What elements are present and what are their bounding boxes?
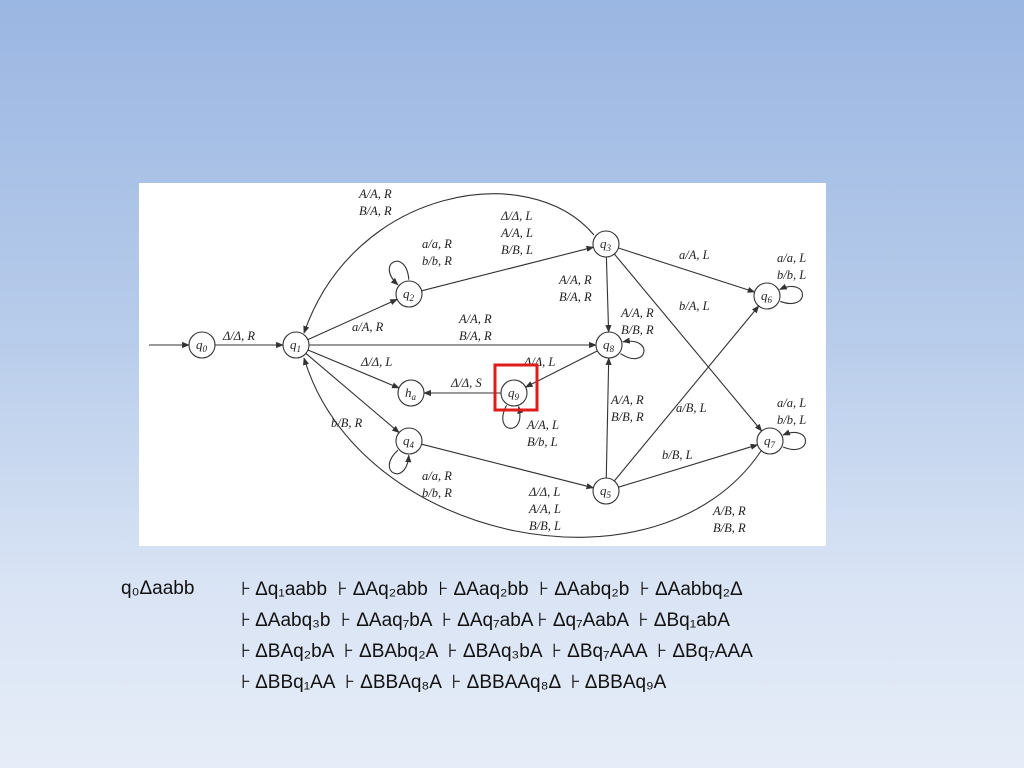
state-label: q1 — [290, 337, 301, 354]
edge-label: a/A, L — [679, 248, 710, 262]
edge-label: b/A, L — [679, 299, 710, 313]
loop-q4 — [388, 449, 412, 475]
edge-label: A/B, R — [712, 504, 746, 518]
edge-q5-q8 — [605, 357, 612, 479]
edge-q3-q8 — [605, 256, 612, 333]
edge-q1-q4 — [305, 352, 400, 434]
edge-label: B/B, R — [621, 323, 654, 337]
state-label: q6 — [761, 288, 773, 305]
edge-label: Δ/Δ, L — [523, 355, 555, 369]
state-circle — [592, 477, 620, 505]
edge-q5-q6 — [613, 305, 760, 482]
state-label: q4 — [403, 433, 415, 450]
edge-label: A/A, R — [620, 306, 654, 320]
trace-line: ⊦ ΔBAq₂bA ⊦ ΔBAbq₂A ⊦ ΔBAq₃bA ⊦ ΔBq₇AAA … — [241, 641, 753, 662]
loop-q9 — [502, 404, 524, 429]
edge-label: B/A, R — [559, 290, 592, 304]
edge-label: B/B, L — [529, 519, 561, 533]
edge-label: B/B, L — [501, 243, 533, 257]
state-q9: q9 — [500, 379, 528, 407]
edge-q1-ha — [307, 349, 400, 389]
state-label: q0 — [196, 337, 208, 354]
state-q6: q6 — [753, 282, 781, 310]
state-circle — [282, 331, 310, 359]
highlight-box — [493, 363, 539, 412]
edge-q4-q5 — [421, 443, 595, 490]
state-q1: q1 — [282, 331, 310, 359]
edge-q3-q7 — [613, 253, 763, 432]
state-q4: q4 — [395, 427, 423, 455]
edge-label: Δ/Δ, L — [500, 209, 532, 223]
state-q8: q8 — [595, 331, 623, 359]
edge-label: B/b, L — [527, 435, 558, 449]
state-label: q2 — [403, 286, 415, 303]
edge-q3-q1 — [303, 193, 595, 334]
edge-label: a/B, L — [676, 401, 707, 415]
state-label: q3 — [600, 236, 612, 253]
state-circle — [595, 331, 623, 359]
state-circle — [395, 280, 423, 308]
edge-label: a/a, R — [422, 469, 452, 483]
edge-label: B/B, R — [713, 521, 746, 535]
edge-label: A/A, R — [610, 393, 644, 407]
state-circle — [756, 427, 784, 455]
trace-line: ⊦ ΔAabq₃b ⊦ ΔAaq₇bA ⊦ ΔAq₇abA ⊦ Δq₇AabA … — [241, 610, 730, 631]
trace-line: ⊦ Δq₁aabb ⊦ ΔAq₂abb ⊦ ΔAaq₂bb ⊦ ΔAabq₂b … — [241, 579, 743, 600]
state-label: q8 — [603, 337, 615, 354]
edge-label: b/b, R — [422, 486, 452, 500]
edge-q1-q2 — [307, 298, 398, 341]
edge-label: A/A, L — [528, 502, 561, 516]
edge-label: Δ/Δ, S — [450, 376, 482, 390]
edge-label: A/A, L — [526, 418, 559, 432]
state-circle — [395, 427, 423, 455]
state-q3: q3 — [592, 230, 620, 258]
edge-label: b/b, L — [777, 268, 806, 282]
loop-q2 — [388, 260, 410, 286]
state-label: q5 — [600, 483, 612, 500]
turing-machine-graph: Δ/Δ, R a/A, R a/a, R b/b, R Δ/Δ, L A/A, L B/B,… — [149, 187, 806, 538]
loop-q8 — [620, 337, 645, 360]
edge-label: a/A, R — [352, 320, 384, 334]
state-q7: q7 — [756, 427, 784, 455]
loop-q7 — [782, 429, 806, 450]
edge-label: a/a, R — [422, 237, 452, 251]
edge-label: Δ/Δ, L — [528, 485, 560, 499]
edge-q5-q7 — [618, 443, 759, 488]
edge-label: Δ/Δ, L — [360, 355, 392, 369]
state-q2: q2 — [395, 280, 423, 308]
edge-label: A/A, R — [458, 312, 492, 326]
edge-label: a/a, L — [777, 396, 806, 410]
state-q0: q0 — [188, 331, 216, 359]
edge-q7-q1 — [303, 357, 762, 538]
edge-label: A/A, R — [358, 187, 392, 201]
state-circle — [188, 331, 216, 359]
edge-label: B/A, R — [359, 204, 392, 218]
loop-q6 — [779, 283, 803, 304]
edge-label: A/A, R — [558, 273, 592, 287]
edge-label: a/a, L — [777, 251, 806, 265]
state-ha: ha — [397, 379, 425, 407]
state-diagram: Δ/Δ, R a/A, R a/a, R b/b, R Δ/Δ, L A/A, L B/B,… — [139, 183, 826, 546]
edge-label: Δ/Δ, R — [222, 329, 255, 343]
state-label: ha — [405, 385, 417, 402]
edge-label: B/A, R — [459, 329, 492, 343]
state-label: q9 — [508, 385, 520, 402]
edge-q2-q3 — [421, 245, 595, 292]
edge-label: b/b, L — [777, 413, 806, 427]
trace-line: ⊦ ΔBBq₁AA ⊦ ΔBBAq₈A ⊦ ΔBBAAq₈Δ ⊦ ΔBBAq₉A — [241, 672, 667, 693]
edge-label: A/A, L — [500, 226, 533, 240]
start-configuration: q₀Δaabb — [121, 578, 195, 599]
state-label: q7 — [764, 433, 776, 450]
edge-q3-q6 — [618, 247, 756, 293]
edge-label: B/B, R — [611, 410, 644, 424]
state-circle — [592, 230, 620, 258]
state-circle — [500, 379, 528, 407]
state-circle — [397, 379, 425, 407]
edge-label: b/B, L — [662, 448, 693, 462]
edge-label: b/B, R — [331, 416, 363, 430]
state-circle — [753, 282, 781, 310]
edge-label: b/b, R — [422, 254, 452, 268]
state-q5: q5 — [592, 477, 620, 505]
